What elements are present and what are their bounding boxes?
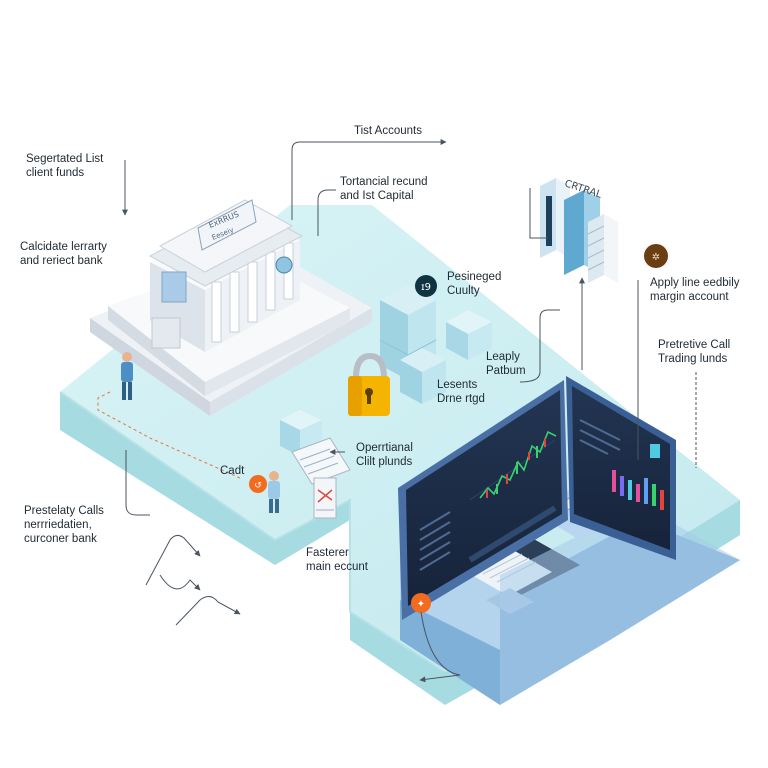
label-fasterer-line2: main eccunt [306, 561, 369, 573]
label-tortancial-line1: Tortancial recund [340, 176, 428, 188]
label-tortancial-line2: and Ist Capital [340, 190, 414, 202]
label-apply: Apply line eedbily margin account [650, 276, 740, 304]
label-protective-line1: Pretretive Call [658, 339, 731, 351]
label-apply-line2: margin account [650, 291, 729, 303]
label-operational-line1: Operrtianal [356, 442, 413, 454]
label-top-accounts-line1: Tist Accounts [354, 125, 422, 137]
label-calcidate: Calcidate lerrarty and reriect bank [20, 240, 107, 268]
arrow-top-accounts [291, 139, 447, 220]
label-cadt: Cadt [220, 464, 244, 478]
documents-stack [291, 437, 351, 519]
line-central-corner [529, 188, 548, 239]
cube-badge-icon: ɪ9 [421, 282, 431, 293]
cube-badge: ɪ9 [415, 275, 437, 297]
settings-badge-icon: ✲ [644, 244, 668, 268]
flow-dashed [97, 391, 241, 479]
orange-action-icon: ✦ [411, 593, 431, 613]
bank-building: ExRRUS Eeseiy [90, 199, 372, 416]
person-figure-center [268, 471, 280, 513]
label-segregated-line2: client funds [26, 167, 85, 179]
label-lesents: Lesents Drne rtgd [437, 378, 485, 406]
svg-text:✲: ✲ [652, 252, 660, 263]
trading-chart-main [419, 430, 557, 571]
label-leaply: Leaply Patbum [486, 350, 526, 378]
bank-door-box [151, 317, 181, 349]
label-prestelaty: Prestelaty Calls nerrriedatien, curconer… [24, 504, 104, 546]
dashboard-bars [579, 419, 664, 510]
label-calcidate-line2: and reriect bank [20, 255, 103, 267]
label-pesineged-line1: Pesineged [447, 271, 502, 283]
bank-window [161, 271, 187, 303]
label-leaply-line2: Patbum [486, 365, 526, 377]
label-segregated: Segertated List client funds [26, 152, 103, 180]
label-top-accounts: Tist Accounts [354, 124, 422, 138]
label-operational: Operrtianal Clilt plunds [356, 441, 413, 469]
label-apply-line1: Apply line eedbily [650, 277, 740, 289]
label-tortancial: Tortancial recund and Ist Capital [340, 175, 428, 203]
label-pesineged: Pesineged Cuulty [447, 270, 501, 298]
label-fasterer: Fasterer main eccunt [306, 546, 368, 574]
trading-laptop [398, 376, 740, 705]
label-lesents-line2: Drne rtgd [437, 393, 485, 405]
label-pesineged-line2: Cuulty [447, 285, 480, 297]
label-segregated-line1: Segertated List [26, 153, 104, 165]
label-protective-line2: Trading lunds [658, 353, 728, 365]
label-leaply-line1: Leaply [486, 351, 520, 363]
label-lesents-line1: Lesents [437, 379, 478, 391]
svg-text:↺: ↺ [254, 481, 262, 491]
label-operational-line2: Clilt plunds [356, 456, 413, 468]
label-protective: Pretretive Call Trading lunds [658, 338, 730, 366]
label-calcidate-line1: Calcidate lerrarty [20, 241, 107, 253]
arrow-wave-2 [159, 574, 201, 591]
arrow-fasterer [419, 611, 461, 683]
label-prestelaty-line1: Prestelaty Calls [24, 505, 104, 517]
line-prestelaty [125, 450, 150, 516]
laptop-screen-right [572, 386, 670, 550]
central-servers: CRTRAL [540, 178, 618, 283]
label-fasterer-line1: Fasterer [306, 547, 349, 559]
line-leaply [519, 309, 560, 383]
laptop-screen-left [406, 390, 562, 606]
padlock-icon [348, 352, 390, 416]
orange-coin-icon: ↺ [249, 475, 267, 493]
arrow-wave-1 [145, 534, 201, 586]
svg-text:✦: ✦ [417, 599, 425, 610]
line-tortancial [317, 189, 336, 236]
label-prestelaty-line2: nerrriedatien, [24, 519, 92, 531]
bank-seal-icon [275, 256, 293, 274]
connector-lines [97, 139, 697, 683]
label-prestelaty-line3: curconer bank [24, 533, 97, 545]
person-figure-left [121, 352, 133, 400]
label-cadt-line1: Cadt [220, 465, 245, 477]
arrow-wave-3 [175, 596, 241, 626]
